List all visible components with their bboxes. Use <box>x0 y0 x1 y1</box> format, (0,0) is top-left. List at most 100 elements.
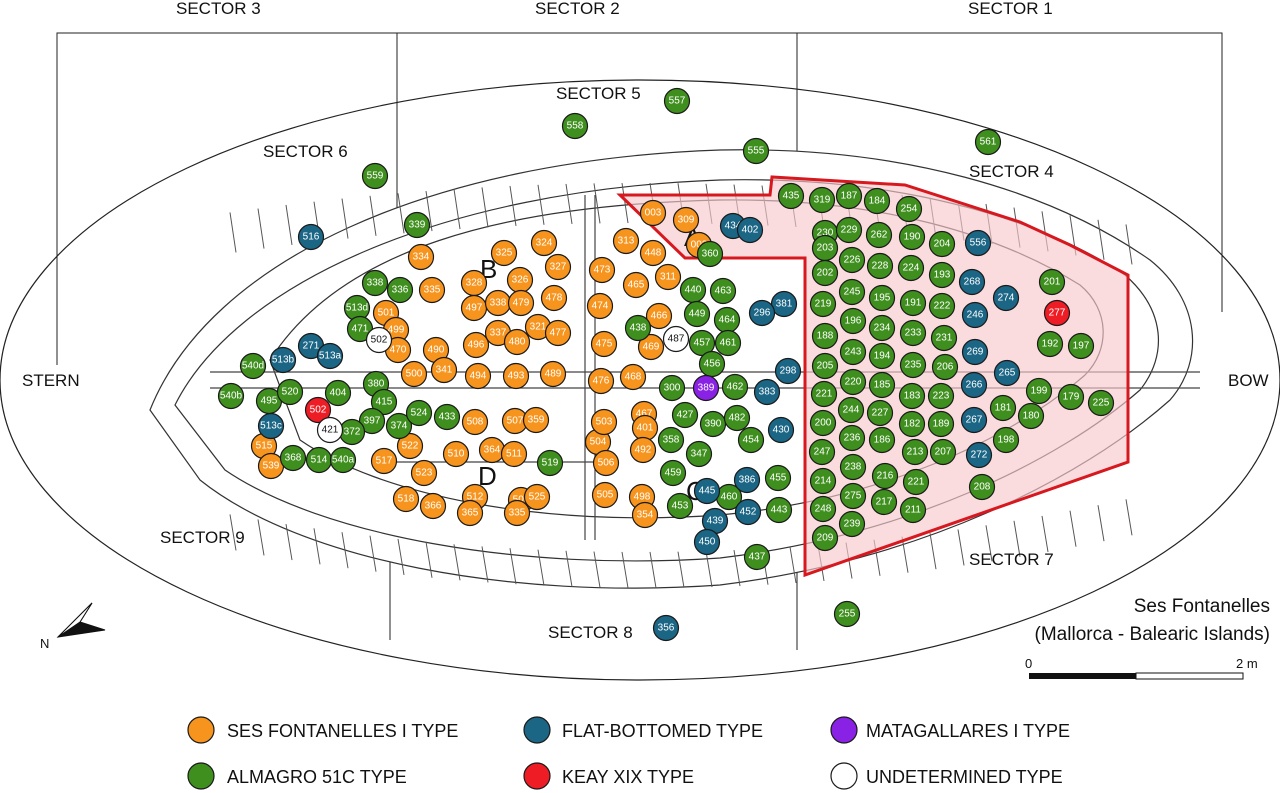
amphora-marker: 489 <box>539 360 567 388</box>
amphora-circle <box>811 352 839 380</box>
legend-label: MATAGALLARES I TYPE <box>866 721 1070 741</box>
amphora-circle <box>386 276 414 304</box>
amphora-marker: 476 <box>587 367 615 395</box>
amphora-number: 204 <box>934 239 951 250</box>
amphora-number: 504 <box>590 437 607 448</box>
amphora-number: 502 <box>310 405 327 416</box>
amphora-marker: 268 <box>958 268 986 296</box>
north-label: N <box>40 636 49 651</box>
amphora-circle <box>968 473 996 501</box>
amphora-number: 498 <box>634 492 651 503</box>
amphora-marker: 277 <box>1043 299 1071 327</box>
amphora-marker: 183 <box>898 382 926 410</box>
amphora-number: 244 <box>843 405 860 416</box>
amphora-marker: 516 <box>297 223 325 251</box>
amphora-marker: 457 <box>688 329 716 357</box>
amphora-marker: 214 <box>809 467 837 495</box>
amphora-marker: 179 <box>1057 383 1085 411</box>
amphora-circle <box>654 263 682 291</box>
legend-item: UNDETERMINED TYPE <box>830 762 1063 790</box>
amphora-marker: 185 <box>868 371 896 399</box>
amphora-marker: 233 <box>899 319 927 347</box>
amphora-marker: 435 <box>777 182 805 210</box>
amphora-marker: 222 <box>928 292 956 320</box>
amphora-number: 415 <box>376 397 393 408</box>
amphora-marker: 190 <box>898 223 926 251</box>
amphora-circle <box>671 401 699 429</box>
amphora-circle <box>639 239 667 267</box>
amphora-circle <box>835 182 863 210</box>
amphora-circle <box>683 300 711 328</box>
amphora-number: 503 <box>596 417 613 428</box>
amphora-circle <box>839 453 867 481</box>
legend-item: MATAGALLARES I TYPE <box>830 716 1070 744</box>
amphora-circle <box>407 243 435 271</box>
legend-label: SES FONTANELLES I TYPE <box>227 721 458 741</box>
amphora-marker: 463 <box>709 277 737 305</box>
amphora-number: 275 <box>845 491 862 502</box>
amphora-number: 338 <box>490 298 507 309</box>
amphora-marker: 456 <box>698 350 726 378</box>
amphora-number: 309 <box>678 215 695 226</box>
amphora-circle <box>931 353 959 381</box>
amphora-number: 268 <box>964 277 981 288</box>
amphora-circle <box>361 162 389 190</box>
amphora-number: 327 <box>550 262 567 273</box>
amphora-circle <box>737 426 765 454</box>
amphora-number: 216 <box>877 471 894 482</box>
amphora-number: 469 <box>643 342 660 353</box>
sector-9-label: SECTOR 9 <box>160 528 245 547</box>
amphora-circle <box>777 182 805 210</box>
amphora-number: 487 <box>668 334 685 345</box>
amphora-number: 356 <box>658 623 675 634</box>
amphora-circle <box>965 441 993 469</box>
amphora-number: 296 <box>754 308 771 319</box>
north-arrow: N <box>40 602 106 651</box>
amphora-circle <box>992 426 1020 454</box>
amphora-circle <box>324 379 352 407</box>
amphora-marker: 200 <box>809 409 837 437</box>
sector-1-label: SECTOR 1 <box>968 0 1053 18</box>
amphora-marker: 334 <box>407 243 435 271</box>
amphora-circle <box>736 216 764 244</box>
amphora-number: 221 <box>908 477 925 488</box>
amphora-marker: 540d <box>239 352 267 380</box>
amphora-marker: 455 <box>764 464 792 492</box>
amphora-circle <box>929 438 957 466</box>
amphora-number: 247 <box>814 447 831 458</box>
amphora-number: 555 <box>748 146 765 157</box>
amphora-number: 328 <box>466 278 483 289</box>
amphora-marker: 500 <box>400 360 428 388</box>
amphora-number: 513c <box>260 421 282 432</box>
amphora-marker: 519 <box>536 449 564 477</box>
amphora-circle <box>839 368 867 396</box>
amphora-marker: 244 <box>837 396 865 424</box>
amphora-marker: 540b <box>217 382 245 410</box>
amphora-marker: 506 <box>592 449 620 477</box>
amphora-circle <box>901 438 929 466</box>
amphora-circle <box>899 351 927 379</box>
amphora-number: 277 <box>1049 308 1066 319</box>
amphora-circle <box>961 338 989 366</box>
amphora-number: 397 <box>364 416 381 427</box>
amphora-number: 180 <box>1023 411 1040 422</box>
amphora-number: 496 <box>468 340 485 351</box>
amphora-circle <box>540 284 568 312</box>
amphora-number: 195 <box>874 293 891 304</box>
amphora-circle <box>591 481 619 509</box>
amphora-circle <box>839 307 867 335</box>
amphora-number: 229 <box>841 225 858 236</box>
amphora-marker: 194 <box>868 342 896 370</box>
sector-6-label: SECTOR 6 <box>263 142 348 161</box>
amphora-marker: 508 <box>461 408 489 436</box>
amphora-number: 495 <box>261 396 278 407</box>
amphora-marker: 559 <box>361 162 389 190</box>
amphora-circle <box>588 256 616 284</box>
amphora-circle <box>1057 383 1085 411</box>
amphora-marker: 421 <box>316 416 344 444</box>
amphora-marker: 389 <box>692 374 720 402</box>
amphora-marker: 195 <box>868 284 896 312</box>
amphora-number: 319 <box>814 195 831 206</box>
amphora-marker: 319 <box>808 186 836 214</box>
amphora-number: 518 <box>398 494 415 505</box>
